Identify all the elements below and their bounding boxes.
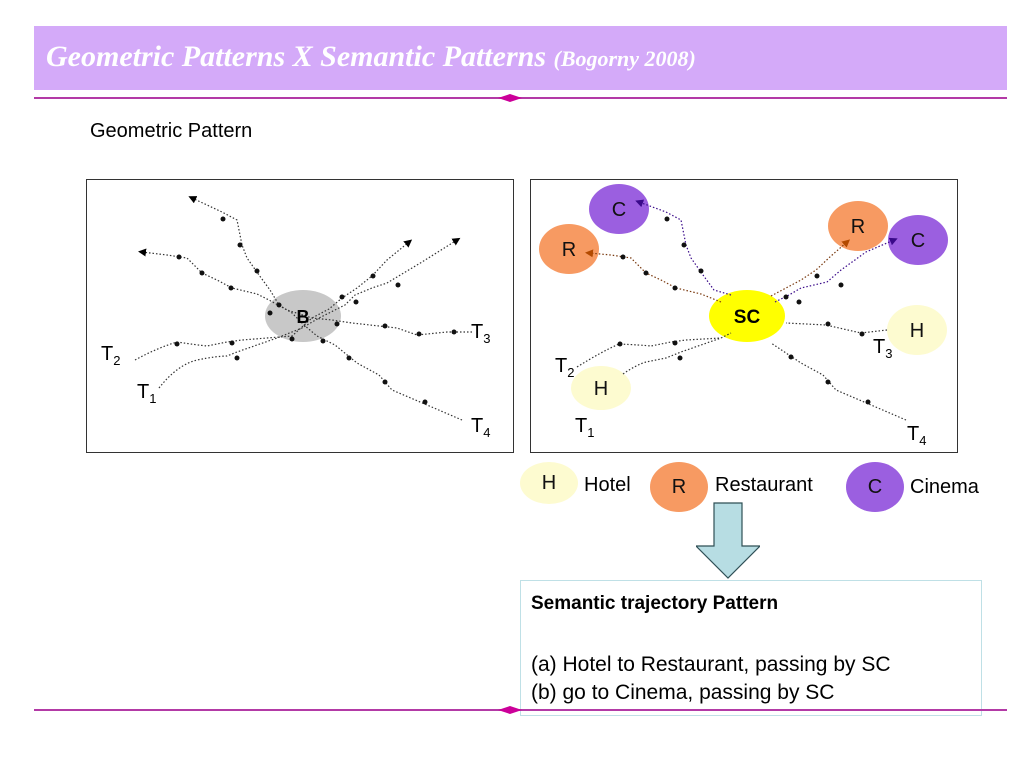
legend-hotel-label: Hotel (584, 474, 631, 496)
semantic-diagram: C R R C H H SC T2 T1 T3 T4 (539, 184, 948, 448)
trajectory-t2-geo (134, 239, 413, 361)
cinema-top-label: C (612, 199, 626, 221)
traj-label-t2-sem: T2 (555, 355, 574, 380)
shopping-center-node (709, 290, 785, 342)
cinema-node-right (888, 215, 948, 265)
restaurant-node-right (828, 201, 888, 251)
trajectory-t3-sem (785, 322, 888, 334)
legend-restaurant-icon: R (650, 462, 708, 512)
top-diamond-icon (498, 94, 522, 102)
geometric-pattern-panel: B T2 T1 T3 T4 (86, 179, 514, 453)
title-main: Geometric Patterns X Semantic Patterns (46, 40, 546, 73)
trajectory-t4-geo (188, 196, 463, 421)
trajectory-t1-sem (622, 332, 732, 375)
traj-label-t3-sem: T3 (873, 336, 892, 361)
result-title: Semantic trajectory Pattern (531, 593, 779, 614)
down-arrow-icon (696, 502, 760, 579)
traj-label-t1-geo: T1 (137, 381, 156, 406)
restaurant-left-label: R (562, 239, 576, 261)
trajectory-t1-geo (158, 237, 461, 389)
semantic-pattern-panel: C R R C H H SC T2 T1 T3 T4 (530, 179, 958, 453)
traj-label-t4-sem: T4 (907, 423, 926, 448)
traj-label-t4-geo: T4 (471, 415, 490, 440)
legend-restaurant-label: Restaurant (715, 474, 813, 496)
traj-label-t3-geo: T3 (471, 321, 490, 346)
hotel-node-right (887, 305, 947, 355)
section-subtitle: Geometric Pattern (90, 120, 253, 142)
hotel-right-label: H (910, 320, 924, 342)
center-label-sc: SC (734, 307, 761, 328)
title-bar: Geometric Patterns X Semantic Patterns (… (34, 26, 1007, 90)
result-line-a: (a) Hotel to Restaurant, passing by SC (531, 653, 891, 676)
traj-label-t2-geo: T2 (101, 343, 120, 368)
center-label-b: B (297, 307, 310, 327)
restaurant-node-left (539, 224, 599, 274)
trajectory-t4-sem (770, 342, 907, 421)
path-to-restaurant-right (770, 239, 851, 297)
legend-cinema-label: Cinema (910, 476, 979, 498)
cinema-node-top (589, 184, 649, 234)
trajectory-t2-sem (576, 337, 722, 368)
center-region (265, 290, 341, 342)
legend-cinema-icon: C (846, 462, 904, 512)
restaurant-right-label: R (851, 216, 865, 238)
semantic-pattern-result-box: Semantic trajectory Pattern (a) Hotel to… (520, 580, 982, 716)
cinema-right-label: C (911, 230, 925, 252)
path-to-cinema-top (635, 199, 732, 296)
path-to-cinema-right (774, 237, 898, 303)
bottom-diamond-icon (498, 706, 522, 714)
result-line-b: (b) go to Cinema, passing by SC (531, 681, 835, 704)
geometric-diagram: B T2 T1 T3 T4 (101, 196, 490, 440)
slide-title: Geometric Patterns X Semantic Patterns (… (46, 40, 696, 74)
hotel-left-label: H (594, 378, 608, 400)
legend-hotel-icon: H (520, 462, 578, 504)
hotel-node-left (571, 366, 631, 410)
path-to-restaurant-left (585, 249, 722, 303)
title-citation: (Bogorny 2008) (553, 46, 696, 71)
traj-label-t1-sem: T1 (575, 415, 594, 440)
